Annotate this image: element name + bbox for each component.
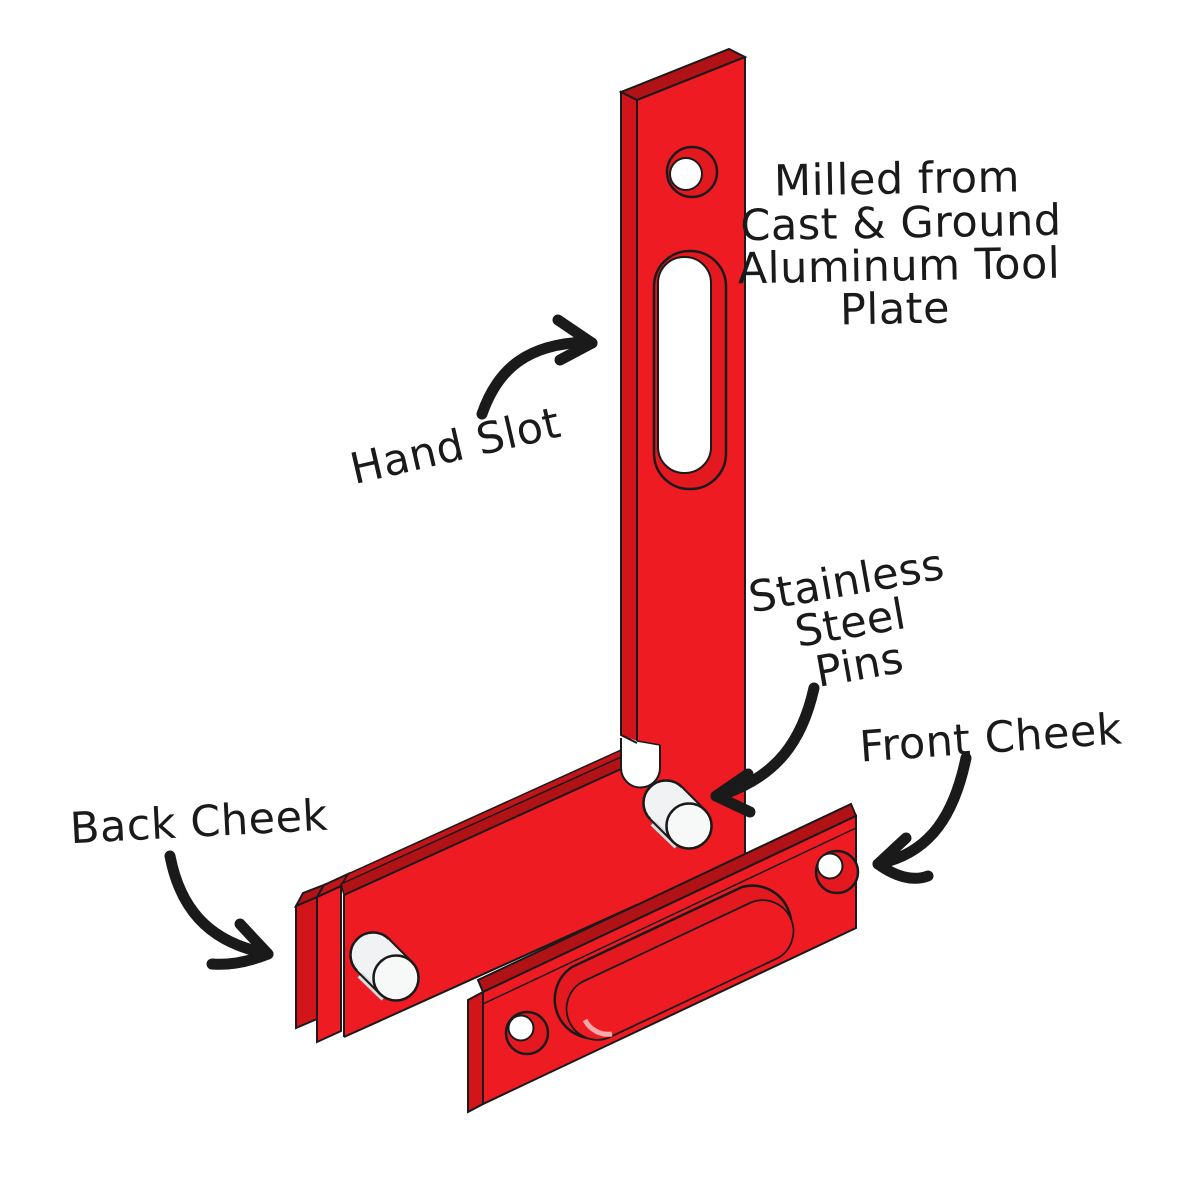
front-cheek-hole-left	[504, 1010, 550, 1056]
back-cheek-end-face	[295, 895, 318, 1030]
corner-notch-outline	[620, 738, 661, 789]
blade	[618, 47, 748, 905]
annotation-labels: Milled from Cast & Ground Aluminum Tool …	[69, 152, 1124, 854]
material-note-line-4: Plate	[840, 284, 951, 336]
pin-left-face	[372, 954, 420, 1002]
blade-top-edge	[636, 56, 746, 101]
corner-notch-top-line	[636, 740, 661, 746]
label-material-note: Milled from Cast & Ground Aluminum Tool …	[737, 152, 1062, 335]
slot-highlight	[582, 1018, 613, 1037]
arrow-front-cheek	[872, 752, 972, 884]
stainless-pin-left	[349, 931, 420, 1002]
arrow-back-cheek	[164, 850, 274, 970]
blade-top-hole	[665, 145, 719, 199]
material-note-line-1: Milled from	[774, 152, 1021, 206]
material-note-line-3: Aluminum Tool	[737, 239, 1060, 295]
pin-corner-face	[665, 802, 713, 850]
annotation-arrows	[164, 314, 972, 970]
label-front-cheek: Front Cheek	[858, 704, 1124, 772]
front-cheek	[467, 802, 860, 1114]
front-cheek-top-chamfer-line	[482, 827, 857, 1005]
label-hand-slot: Hand Slot	[346, 398, 566, 495]
arrow-hand-slot	[476, 314, 598, 420]
front-cheek-left-chamfer	[467, 990, 484, 1114]
stainless-pin-corner	[642, 779, 713, 850]
arm-top-edge	[343, 768, 622, 896]
hand-slot	[652, 249, 728, 491]
material-note-line-2: Cast & Ground	[740, 196, 1062, 252]
arrow-stainless-pins	[710, 682, 820, 818]
blade-side-face-bottom	[620, 734, 638, 744]
blade-side-face	[620, 90, 638, 745]
label-stainless-steel-pins: Stainless Steel Pins	[745, 540, 948, 698]
corner-notch	[621, 735, 660, 788]
label-back-cheek: Back Cheek	[69, 791, 329, 854]
back-cheek-front-strip	[316, 884, 342, 1044]
front-cheek-slot	[553, 884, 795, 1041]
front-cheek-hole-right	[814, 849, 860, 895]
